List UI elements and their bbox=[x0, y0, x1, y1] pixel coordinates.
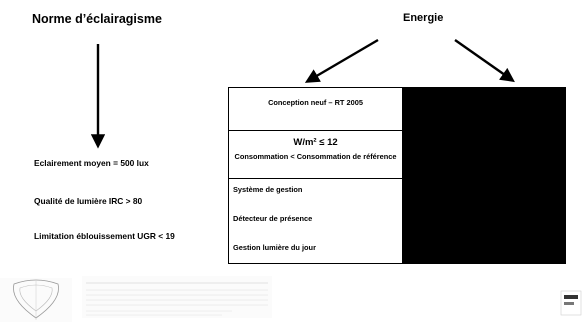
left-item-eclairement: Eclairement moyen = 500 lux bbox=[34, 158, 149, 168]
left-item-irc: Qualité de lumière IRC > 80 bbox=[34, 196, 143, 206]
product-logo-icon bbox=[560, 290, 582, 316]
box-item-detecteur: Détecteur de présence bbox=[233, 214, 313, 223]
left-diagonal-arrow bbox=[304, 38, 379, 83]
rt2005-header-box: Conception neuf – RT 2005 bbox=[228, 87, 403, 131]
wm2-box: W/m² ≤ 12 Consommation < Consommation de… bbox=[228, 130, 403, 179]
photometric-diagram-thumbnail bbox=[0, 278, 72, 322]
black-panel bbox=[403, 87, 566, 264]
luminaire-table-lines bbox=[86, 282, 268, 316]
gestion-box: Système de gestion Détecteur de présence… bbox=[228, 178, 403, 264]
norme-title: Norme d’éclairagisme bbox=[32, 12, 162, 26]
right-diagonal-arrow bbox=[454, 39, 515, 83]
consommation-label: Consommation < Consommation de référence bbox=[234, 152, 397, 161]
energie-title: Energie bbox=[403, 12, 444, 24]
rt2005-label: Conception neuf – RT 2005 bbox=[268, 98, 363, 107]
wm2-label: W/m² ≤ 12 bbox=[293, 137, 338, 148]
luminaire-table-thumbnail bbox=[82, 276, 272, 318]
box-item-lumiere: Gestion lumière du jour bbox=[233, 243, 316, 252]
left-item-ugr: Limitation éblouissement UGR < 19 bbox=[34, 231, 175, 241]
box-item-systeme: Système de gestion bbox=[233, 185, 303, 194]
